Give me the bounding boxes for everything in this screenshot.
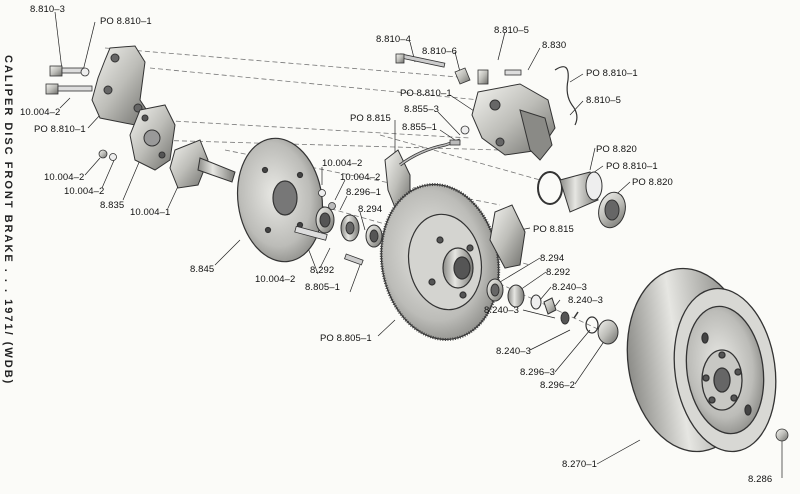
label-8-830: 8.830 bbox=[542, 40, 567, 51]
label-8-240-3-d: 8.240–3 bbox=[496, 346, 532, 357]
label-8-296-3: 8.296–3 bbox=[520, 367, 556, 378]
label-8-286: 8.286 bbox=[748, 474, 773, 485]
splash-shield bbox=[236, 137, 324, 263]
leader-lines bbox=[54, 11, 783, 478]
label-8-855-3: 8.855–3 bbox=[404, 104, 440, 115]
wear-sensor-wire bbox=[554, 66, 578, 126]
label-po-8-820-top: PO 8.820 bbox=[596, 144, 637, 155]
label-10-004-2-f: 10.004–2 bbox=[340, 172, 381, 183]
label-8-292-right: 8.292 bbox=[546, 267, 571, 278]
label-8-805-1: 8.805–1 bbox=[305, 282, 341, 293]
label-8-240-3-c: 8.240–3 bbox=[484, 305, 520, 316]
brake-rotor bbox=[379, 183, 501, 341]
label-10-004-2-c: 10.004–2 bbox=[64, 186, 105, 197]
label-8-855-1: 8.855–1 bbox=[402, 122, 438, 133]
shield-bolts bbox=[294, 189, 336, 241]
label-8-270-1: 8.270–1 bbox=[562, 459, 598, 470]
wheel-stud bbox=[344, 253, 364, 266]
spindle bbox=[169, 139, 236, 189]
label-8-294-left: 8.294 bbox=[358, 204, 383, 215]
label-10-004-1: 10.004–1 bbox=[130, 207, 171, 218]
inner-bearing-seal bbox=[315, 206, 383, 248]
lug-nut bbox=[775, 428, 789, 442]
wheel-rim bbox=[626, 267, 777, 453]
label-8-296-2: 8.296–2 bbox=[540, 380, 576, 391]
label-po-8-810-1-mid: PO 8.810–1 bbox=[400, 88, 452, 99]
label-8-292-left: 8.292 bbox=[310, 265, 335, 276]
label-po-8-815-left: PO 8.815 bbox=[350, 113, 391, 124]
caliper-bolts bbox=[395, 53, 522, 146]
side-title: CALIPER DISC FRONT BRAKE . . . 1971/ (WD… bbox=[2, 55, 14, 386]
label-10-004-2-a: 10.004–2 bbox=[20, 107, 61, 118]
label-po-8-805-1: PO 8.805–1 bbox=[320, 333, 372, 344]
label-8-240-3-b: 8.240–3 bbox=[568, 295, 604, 306]
label-10-004-2-d: 10.004–2 bbox=[255, 274, 296, 285]
outer-bearing-parts bbox=[486, 278, 619, 345]
label-8-810-5-top: 8.810–5 bbox=[494, 25, 530, 36]
label-8-810-4: 8.810–4 bbox=[376, 34, 412, 45]
label-po-8-810-1-top: PO 8.810–1 bbox=[100, 16, 152, 27]
anchor-plate bbox=[129, 104, 176, 171]
label-8-240-3-a: 8.240–3 bbox=[552, 282, 588, 293]
caliper-housing bbox=[471, 83, 556, 161]
label-8-294-right: 8.294 bbox=[540, 253, 565, 264]
label-8-835: 8.835 bbox=[100, 200, 125, 211]
label-po-8-820-lower: PO 8.820 bbox=[632, 177, 673, 188]
caliper-support-bracket bbox=[91, 45, 151, 126]
label-8-810-3: 8.810–3 bbox=[30, 4, 66, 15]
label-8-296-1: 8.296–1 bbox=[346, 187, 382, 198]
label-10-004-2-b: 10.004–2 bbox=[44, 172, 85, 183]
label-po-8-815-right: PO 8.815 bbox=[533, 224, 574, 235]
outer-brake-pad bbox=[489, 204, 526, 269]
label-8-845: 8.845 bbox=[190, 264, 215, 275]
label-po-8-810-1-lower: PO 8.810–1 bbox=[606, 161, 658, 172]
label-10-004-2-e: 10.004–2 bbox=[322, 158, 363, 169]
piston-assembly bbox=[537, 171, 626, 229]
label-po-8-810-1-right: PO 8.810–1 bbox=[586, 68, 638, 79]
mounting-bolts bbox=[45, 65, 93, 95]
label-po-8-810-1-left: PO 8.810–1 bbox=[34, 124, 86, 135]
small-nuts bbox=[98, 149, 117, 161]
label-8-810-5-right: 8.810–5 bbox=[586, 95, 622, 106]
label-8-810-6: 8.810–6 bbox=[422, 46, 458, 57]
